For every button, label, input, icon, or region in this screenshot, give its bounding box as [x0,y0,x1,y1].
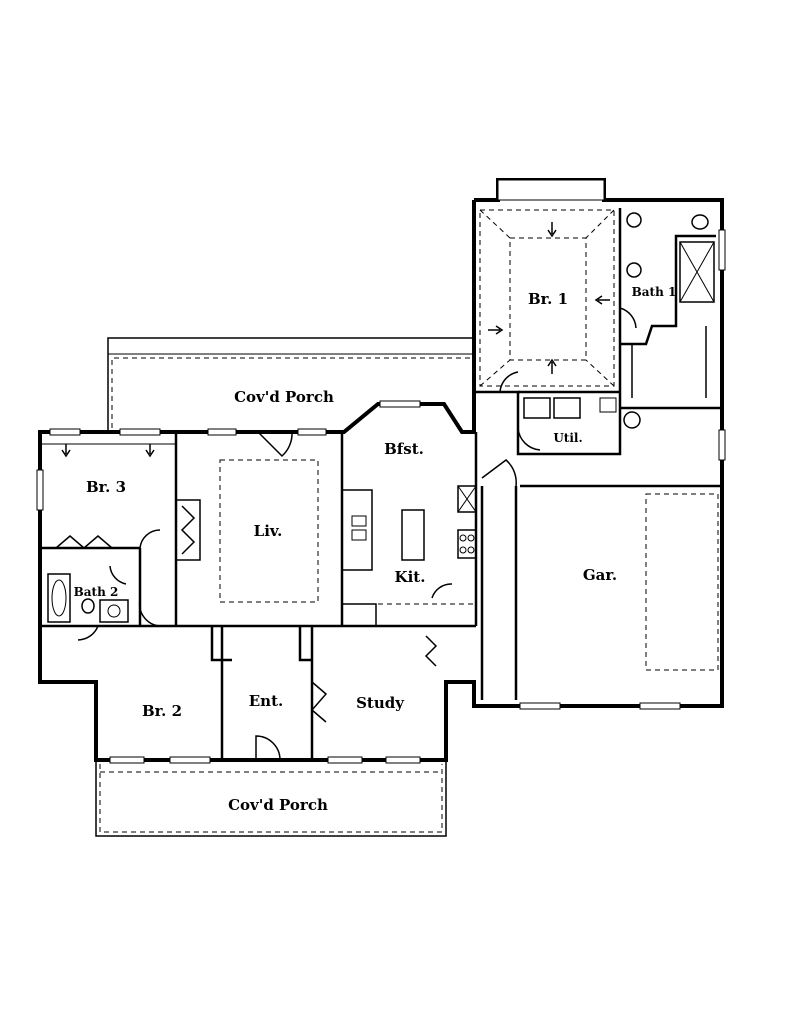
bath1-sink-icon [626,212,642,228]
washer-icon [523,397,551,419]
label-gar: Gar. [583,566,617,584]
range-icon [457,529,477,559]
windows [36,229,726,764]
bath1-toilet-icon [691,214,709,230]
fireplace-icon [176,499,201,561]
doors [55,307,637,761]
label-kit: Kit. [395,568,426,586]
bath2-toilet-icon [81,598,95,614]
label-br1: Br. 1 [528,290,568,308]
front-porch [95,760,447,837]
label-bfst: Bfst. [384,440,424,458]
fixtures [40,212,715,627]
br1-bay-window [497,179,605,201]
label-liv: Liv. [254,522,283,540]
label-bath2: Bath 2 [74,585,119,599]
refrigerator-icon [457,485,477,513]
label-ent: Ent. [249,692,284,710]
rear-porch [107,337,474,432]
label-bath1: Bath 1 [632,285,677,299]
bath2-sink [99,599,129,623]
label-br3: Br. 3 [86,478,126,496]
label-study: Study [356,694,405,712]
kitchen-island [401,509,425,561]
dryer-icon [553,397,581,419]
label-front-porch: Cov'd Porch [228,796,328,814]
bath2-tub [47,573,71,623]
label-util: Util. [553,431,582,445]
bath1-shower [679,241,715,303]
water-heater-icon [623,411,641,429]
interior-walls [40,208,722,760]
label-br2: Br. 2 [142,702,182,720]
room-labels: Cov'd Porch Br. 1 Bath 1 Br. 3 Bath 2 Li… [74,285,677,814]
label-rear-porch: Cov'd Porch [234,388,334,406]
ceiling-dashed [100,209,719,773]
